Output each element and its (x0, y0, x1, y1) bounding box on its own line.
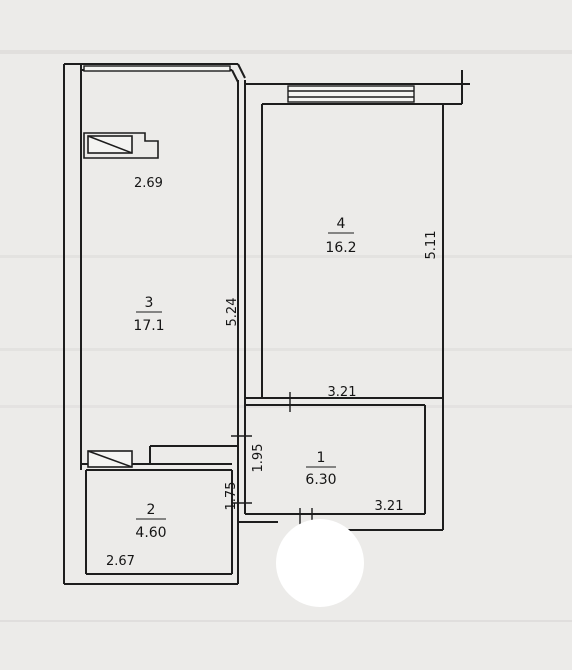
room-4-area: 16.2 (325, 240, 356, 256)
dim-room4-width: 3.21 (328, 385, 357, 400)
duct-top-diagonal (87, 135, 133, 154)
windows (83, 65, 415, 103)
room-2-area: 4.60 (135, 525, 166, 541)
room-3-number: 3 (145, 295, 154, 311)
room-2-number: 2 (147, 502, 156, 518)
dimension-labels: 2.69 5.24 5.11 3.21 1.95 1.75 3.21 2.67 (106, 176, 439, 569)
dim-bath-length: 1.75 (224, 482, 239, 511)
room-3-area: 17.1 (133, 318, 164, 334)
background-print (0, 50, 572, 622)
redaction-circle (276, 519, 364, 607)
dim-bath-width: 2.67 (106, 554, 135, 569)
window-room3 (83, 65, 231, 72)
tick-marks (231, 392, 313, 528)
duct-top-outline (83, 132, 159, 159)
dim-room3-length: 5.24 (225, 298, 240, 327)
wall-corner (237, 63, 246, 79)
dim-room3-width: 2.69 (134, 176, 163, 191)
room-1-area: 6.30 (305, 472, 336, 488)
room-labels: 3 17.1 4 16.2 1 6.30 2 4.60 (133, 216, 356, 541)
dim-room4-depth: 5.11 (424, 231, 439, 260)
dim-hall-width: 3.21 (375, 499, 404, 514)
room-4-number: 4 (337, 216, 346, 232)
room-1-number: 1 (317, 450, 326, 466)
dim-hall-length: 1.95 (251, 444, 266, 473)
vent-ducts (83, 132, 159, 468)
window-room4 (287, 85, 415, 103)
duct-bottom-diagonal (87, 450, 133, 468)
